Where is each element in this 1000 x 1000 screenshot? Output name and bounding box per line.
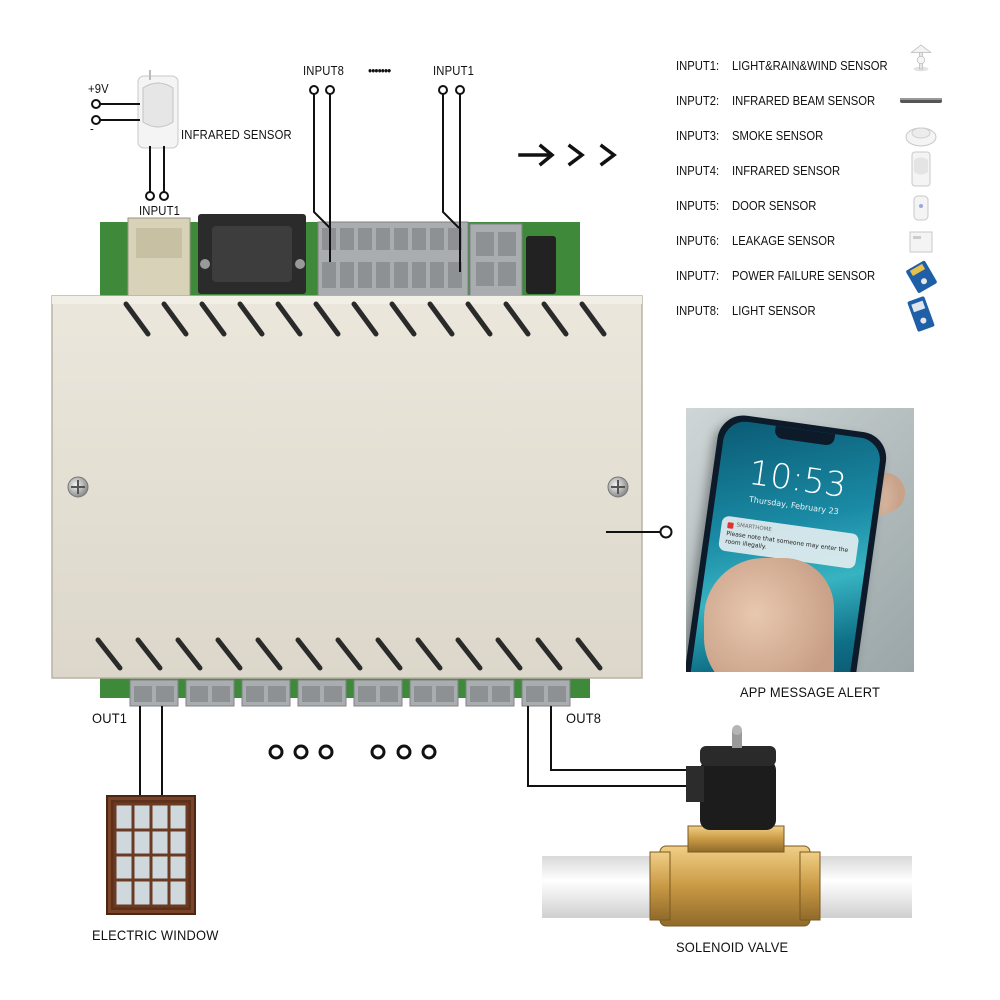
out1-label: OUT1 — [92, 710, 128, 726]
phone-app-photo: 10:53 Thursday, February 23 SMARTHOME Pl… — [686, 408, 914, 672]
input-terminal-slot — [322, 262, 336, 288]
legend-key: INPUT4: — [676, 164, 720, 178]
legend-value: DOOR SENSOR — [732, 199, 817, 213]
input-terminal-slot — [412, 262, 426, 288]
output-terminal-block — [129, 679, 571, 707]
controller-enclosure — [51, 295, 643, 679]
output-wires — [139, 706, 686, 802]
ethernet-port — [127, 217, 191, 299]
input-terminal-slot — [358, 228, 372, 250]
phone-notch — [774, 425, 836, 447]
plus-9v-label: +9V — [88, 82, 109, 96]
input-terminal-slot — [394, 228, 408, 250]
legend-value: SMOKE SENSOR — [732, 129, 824, 143]
pir-sensor-device — [137, 70, 179, 149]
serial-port — [198, 214, 306, 294]
input-terminal-slot — [340, 228, 354, 250]
legend-key: INPUT7: — [676, 269, 720, 283]
legend-key: INPUT1: — [676, 59, 720, 73]
input-terminal-slot — [430, 228, 444, 250]
app-link-line — [606, 525, 673, 539]
input1-bottom-label: INPUT1 — [139, 204, 181, 218]
legend-key: INPUT3: — [676, 129, 720, 143]
input-terminal-block — [317, 221, 469, 299]
door-sensor-icon — [913, 195, 929, 221]
input-wires — [309, 85, 465, 272]
solenoid-valve-label: SOLENOID VALVE — [676, 939, 789, 955]
pir-wires — [91, 99, 169, 201]
leak-sensor-icon — [909, 231, 933, 253]
power-terminal — [469, 223, 556, 297]
weather-station-icon — [910, 44, 932, 72]
legend-row-input4: INPUT4: INFRARED SENSOR — [676, 161, 852, 181]
input-terminal-slot — [340, 262, 354, 288]
minus-label: - — [90, 122, 94, 136]
legend-row-input7: INPUT7: POWER FAILURE SENSOR — [676, 266, 891, 286]
input-ellipsis: ••••••• — [368, 63, 391, 78]
electric-window-label: ELECTRIC WINDOW — [92, 927, 219, 943]
input-terminal-slot — [376, 262, 390, 288]
input8-top-label: INPUT8 — [303, 64, 345, 78]
electric-window-image — [106, 795, 196, 915]
beam-sensor-icon — [900, 98, 942, 103]
hand — [704, 558, 834, 672]
legend-value: LEAKAGE SENSOR — [732, 234, 836, 248]
legend-key: INPUT5: — [676, 199, 720, 213]
legend-key: INPUT8: — [676, 304, 720, 318]
smoke-detector-icon — [905, 127, 937, 147]
input-terminal-slot — [358, 262, 372, 288]
flow-arrows — [518, 143, 617, 167]
legend-value: LIGHT&RAIN&WIND SENSOR — [732, 59, 888, 73]
legend-key: INPUT6: — [676, 234, 720, 248]
legend-value: INFRARED BEAM SENSOR — [732, 94, 876, 108]
input-terminal-slot — [448, 228, 462, 250]
legend-row-input5: INPUT5: DOOR SENSOR — [676, 196, 826, 216]
power-failure-sensor-icon — [906, 260, 937, 293]
legend-value: POWER FAILURE SENSOR — [732, 269, 876, 283]
legend-row-input1: INPUT1: LIGHT&RAIN&WIND SENSOR — [676, 56, 905, 76]
pir-sensor-icon — [911, 151, 931, 187]
input-terminal-slot — [448, 262, 462, 288]
legend-row-input3: INPUT3: SMOKE SENSOR — [676, 126, 833, 146]
out8-label: OUT8 — [566, 710, 602, 726]
legend-value: LIGHT SENSOR — [732, 304, 816, 318]
input-terminal-slot — [430, 262, 444, 288]
legend-row-input2: INPUT2: INFRARED BEAM SENSOR — [676, 91, 891, 111]
app-icon — [727, 521, 734, 529]
legend-row-input8: INPUT8: LIGHT SENSOR — [676, 301, 825, 321]
output-ellipsis — [268, 744, 437, 760]
legend-value: INFRARED SENSOR — [732, 164, 841, 178]
infrared-sensor-label: INFRARED SENSOR — [181, 128, 292, 142]
solenoid-valve-image — [542, 725, 912, 927]
input-terminal-slot — [394, 262, 408, 288]
legend-key: INPUT2: — [676, 94, 720, 108]
input-terminal-slot — [412, 228, 426, 250]
input-terminal-slot — [376, 228, 390, 250]
input1-top-label: INPUT1 — [433, 64, 475, 78]
app-message-alert-label: APP MESSAGE ALERT — [740, 684, 881, 700]
legend-row-input6: INPUT6: LEAKAGE SENSOR — [676, 231, 847, 251]
light-sensor-icon — [907, 296, 935, 332]
